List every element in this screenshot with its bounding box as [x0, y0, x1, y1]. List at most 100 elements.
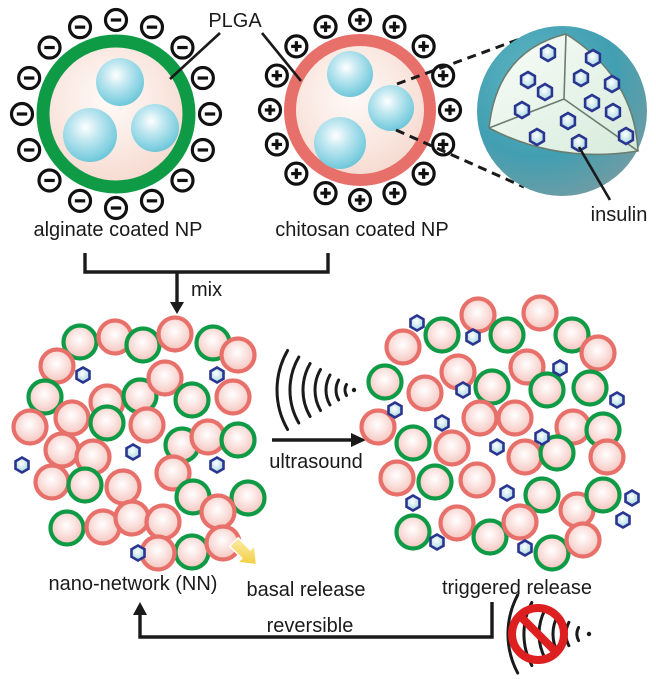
chitosan-nanoparticle: [189, 418, 227, 456]
alginate-nanoparticle: [26, 378, 64, 416]
charge-plus-icon: [257, 97, 283, 123]
insulin-hexagon-icon: [455, 380, 471, 399]
charge-plus-icon: [347, 187, 373, 213]
chitosan-nanoparticle: [433, 429, 471, 467]
basal-release-arrow-icon: [228, 536, 258, 566]
alginate-nanoparticle: [88, 404, 126, 442]
alginate-nanoparticle: [394, 424, 432, 462]
insulin-hexagon-icon: [559, 111, 577, 131]
chitosan-nanoparticle: [156, 315, 194, 353]
mix-arrowhead-icon: [170, 302, 184, 314]
sound-wave-arc: [301, 362, 312, 418]
alginate-nanoparticle: [61, 323, 99, 361]
chitosan-nanoparticle: [378, 459, 416, 497]
plga-pointer-right: [260, 32, 303, 82]
charge-minus-icon: [190, 137, 215, 163]
insulin-hexagon-icon: [499, 483, 515, 502]
insulin-hexagon-icon: [536, 82, 554, 102]
plga-core-sphere: [327, 51, 373, 97]
insulin-hexagon-icon: [604, 102, 622, 122]
charge-minus-icon: [170, 168, 195, 193]
chitosan-nanoparticle: [43, 431, 81, 469]
alginate-nanoparticle: [423, 316, 461, 354]
chitosan-nanoparticle: [506, 438, 544, 476]
insulin-hexagon-icon: [534, 427, 550, 446]
alginate-nanoparticle: [173, 381, 211, 419]
charge-minus-icon: [17, 137, 42, 163]
charge-minus-icon: [139, 188, 165, 213]
alginate-nanoparticle: [571, 369, 609, 407]
chitosan-nanoparticle: [199, 493, 237, 531]
alginate-np-label: alginate coated NP: [33, 219, 202, 241]
mix-arrow: [83, 253, 330, 314]
charge-plus-icon: [382, 14, 407, 39]
nano-network-cluster: [11, 315, 267, 572]
insulin-hexagon-icon: [429, 532, 445, 551]
charge-minus-icon: [103, 7, 129, 33]
reversible-arrow-path: [138, 602, 494, 639]
insulin-hexagon-icon: [489, 437, 505, 456]
alginate-nanoparticle: [229, 479, 267, 517]
chitosan-nanoparticle: [508, 348, 546, 386]
insulin-label: insulin: [591, 204, 648, 226]
chitosan-nanoparticle: [38, 347, 76, 385]
alginate-nanoparticle: [471, 518, 509, 556]
alginate-nanoparticle: [553, 316, 591, 354]
chitosan-nanoparticle: [496, 399, 534, 437]
sound-wave-dot: [351, 387, 357, 393]
charge-plus-icon: [284, 34, 309, 59]
chitosan-nanoparticle: [128, 406, 166, 444]
charge-plus-icon: [431, 63, 456, 88]
sound-wave-arc: [288, 355, 301, 425]
charge-plus-icon: [313, 181, 338, 206]
chitosan-nanoparticle: [459, 296, 497, 334]
triggered-network-cluster: [359, 294, 640, 572]
charge-minus-icon: [37, 168, 62, 193]
alginate-nanoparticle: [488, 316, 526, 354]
basal-release-label: basal release: [247, 579, 366, 601]
insulin-hexagon-icon: [584, 48, 602, 68]
chitosan-nanoparticle: [219, 336, 257, 374]
charge-minus-icon: [17, 65, 42, 91]
plga-core-sphere: [131, 104, 179, 152]
zoom-dashed-line-bottom: [395, 128, 525, 189]
alginate-nanoparticle: [124, 326, 162, 364]
chitosan-nanoparticle: [144, 503, 182, 541]
plga-core-sphere: [368, 85, 414, 131]
charge-minus-icon: [139, 15, 165, 40]
charge-minus-icon: [37, 35, 62, 60]
triggered-release-label: triggered release: [442, 577, 592, 599]
chitosan-nanoparticle: [564, 521, 602, 559]
prohibition-slash-icon: [517, 613, 559, 655]
chitosan-nanoparticle: [458, 461, 496, 499]
charge-minus-icon: [190, 65, 215, 91]
chitosan-nanoparticle: [11, 408, 49, 446]
insulin-hexagon-icon: [624, 488, 640, 507]
no-ultrasound-icon: [506, 593, 592, 675]
chitosan-nanoparticle: [588, 438, 626, 476]
insulin-hexagon-icon: [552, 358, 568, 377]
zoom-dashed-line-top: [396, 34, 529, 86]
alginate-nanoparticle: [533, 534, 571, 572]
insulin-molecules: [513, 43, 635, 153]
insulin-hexagon-icon: [409, 313, 425, 332]
chitosan-nanoparticle: [154, 454, 192, 492]
insulin-hexagon-icon: [528, 127, 546, 147]
insulin-hexagon-icon: [125, 442, 141, 461]
chitosan-nanoparticle: [461, 399, 499, 437]
chitosan-nanoparticle: [139, 534, 177, 572]
charge-plus-icon: [347, 7, 373, 33]
insulin-hexagon-icon: [405, 493, 421, 512]
charge-minus-icon: [197, 101, 223, 127]
insulin-hexagon-icon: [14, 455, 30, 474]
plga-core-sphere: [96, 58, 144, 106]
plga-core-sphere: [63, 108, 117, 162]
insulin-hexagon-icon: [513, 100, 531, 120]
sound-wave-arc: [575, 625, 581, 643]
charge-minus-icon: [103, 195, 129, 221]
plga-core-sphere: [314, 117, 366, 169]
chitosan-nanoparticle: [438, 504, 476, 542]
alginate-nanoparticle: [366, 363, 404, 401]
chitosan-nanoparticle: [579, 334, 617, 372]
